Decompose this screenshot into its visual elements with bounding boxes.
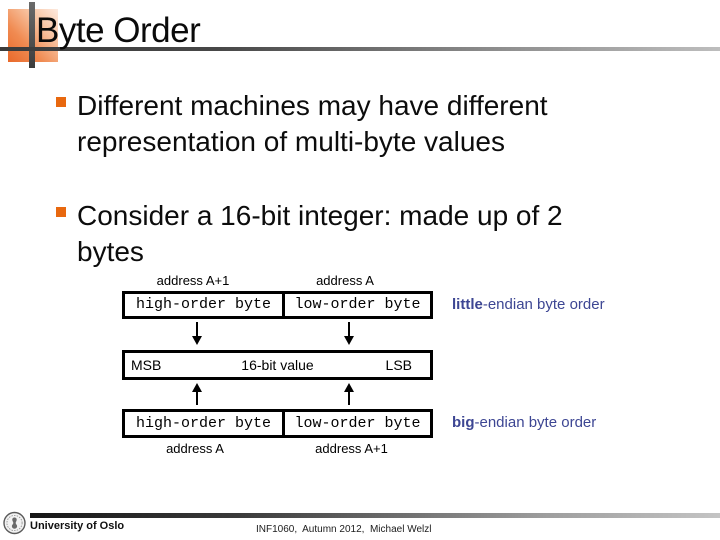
big-endian-caption: big-endian byte order — [452, 414, 596, 431]
address-label-little-right: address A — [316, 273, 374, 288]
arrow-down-icon — [343, 322, 355, 345]
lsb-label: LSB — [385, 357, 412, 373]
university-logo-icon — [3, 511, 26, 535]
little-endian-caption-rest: -endian byte order — [482, 296, 605, 313]
arrow-up-icon — [191, 383, 203, 406]
title-underline-rule — [0, 47, 720, 51]
address-label-little-left: address A+1 — [156, 273, 230, 288]
value-label: 16-bit value — [241, 357, 314, 373]
address-label-big-right: address A+1 — [315, 441, 388, 456]
arrow-up-icon — [343, 383, 355, 406]
arrow-down-icon — [191, 322, 203, 345]
little-endian-caption-bold: little — [452, 296, 483, 313]
msb-label: MSB — [131, 357, 162, 373]
byte-cell-low-order: low-order byte — [294, 415, 421, 432]
little-endian-caption: little-endian byte order — [452, 296, 605, 313]
bullet-marker — [56, 207, 66, 217]
address-label-big-left: address A — [166, 441, 224, 456]
value-box: MSB 16-bit value LSB — [122, 350, 433, 380]
big-endian-byte-row: high-order byte low-order byte — [122, 409, 433, 438]
footer-divider — [30, 513, 720, 518]
byte-cell-high-order: high-order byte — [125, 412, 285, 435]
bullet-text: Different machines may have different re… — [77, 90, 548, 157]
bullet-marker — [56, 97, 66, 107]
big-endian-caption-rest: -endian byte order — [474, 414, 597, 431]
bullet-item: Consider a 16-bit integer: made up of 2 … — [56, 198, 637, 270]
byte-cell-low-order: low-order byte — [294, 296, 421, 313]
institution-name: University of Oslo — [30, 520, 125, 532]
bullet-text: Consider a 16-bit integer: made up of 2 … — [77, 200, 563, 267]
little-endian-byte-row: high-order byte low-order byte — [122, 291, 433, 319]
bullet-item: Different machines may have different re… — [56, 88, 637, 160]
page-title: Byte Order — [36, 11, 201, 50]
course-info: INF1060, Autumn 2012, Michael Welzl — [256, 524, 432, 535]
byte-cell-high-order: high-order byte — [125, 294, 285, 316]
title-vertical-rule — [29, 2, 35, 68]
big-endian-caption-bold: big — [452, 414, 475, 431]
